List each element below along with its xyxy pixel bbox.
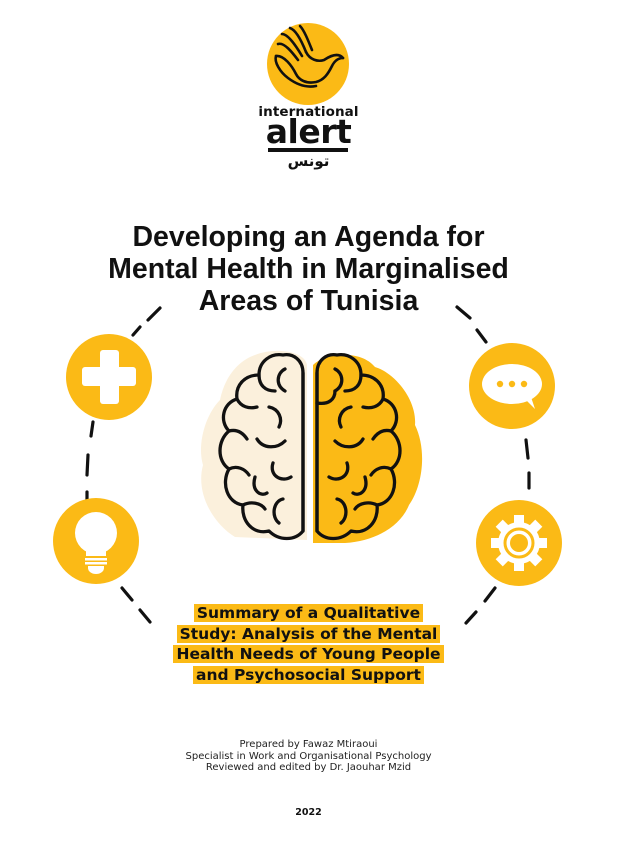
speech-bubble-icon [469, 343, 555, 429]
lightbulb-icon [53, 498, 139, 584]
brain-icon [195, 345, 425, 545]
brand-name-top: international [258, 104, 359, 120]
brand-name-arabic: تونس [287, 152, 330, 170]
title-line: Mental Health in Marginalised [108, 253, 509, 285]
brand-name-main: alert [265, 112, 352, 151]
subtitle-line: Summary of a Qualitative [193, 604, 424, 622]
subtitle-line: and Psychosocial Support [193, 665, 424, 684]
credits-line: Prepared by Fawaz Mtiraoui [239, 739, 378, 750]
dove-hand-icon [266, 22, 350, 106]
credits-line: Specialist in Work and Organisational Ps… [185, 750, 432, 762]
subtitle-summary: Summary of a Qualitative Study: Analysis… [0, 603, 617, 685]
subtitle-line: Study: Analysis of the Mental [176, 624, 441, 643]
gear-icon [476, 500, 562, 586]
title-line: Areas of Tunisia [198, 285, 419, 317]
publication-year: 2022 [295, 807, 322, 818]
medical-cross-icon [66, 334, 152, 420]
page-title: Developing an Agenda for Mental Health i… [0, 221, 617, 317]
brand-underline [268, 148, 348, 152]
credits: Prepared by Fawaz Mtiraoui Specialist in… [0, 739, 617, 774]
title-line: Developing an Agenda for [132, 221, 485, 253]
credits-line: Reviewed and edited by Dr. Jaouhar Mzid [205, 762, 412, 773]
subtitle-line: Health Needs of Young People [173, 645, 444, 663]
